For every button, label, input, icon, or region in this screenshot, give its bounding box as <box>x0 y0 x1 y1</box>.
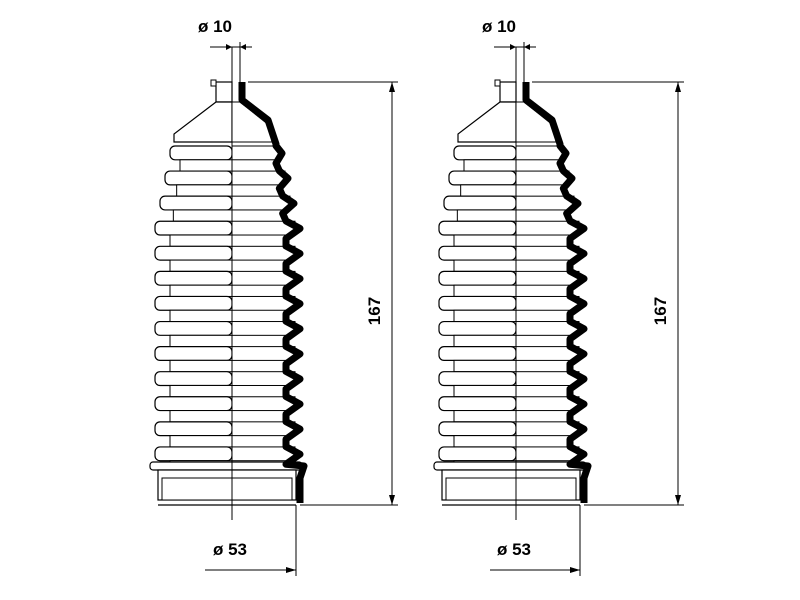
steering-boot-2: ø 10 167 ø 53 <box>433 17 684 576</box>
bellow-ring <box>154 320 233 336</box>
bottom-diameter-dimension <box>490 505 581 576</box>
bellow-ring <box>438 396 517 412</box>
bellow-ring <box>438 446 517 462</box>
neck-lip <box>210 79 217 87</box>
bellow-ring <box>443 195 517 211</box>
bellow-ring <box>438 421 517 437</box>
bellow-ring <box>154 245 233 261</box>
bellow-valley <box>453 309 517 323</box>
bellow-ring <box>438 320 517 336</box>
bellow-ring <box>159 195 233 211</box>
boot-outline <box>433 79 587 506</box>
bellow-valley <box>456 209 517 222</box>
section-wall <box>522 82 592 503</box>
bellow-valley <box>172 209 233 222</box>
bellow-ring <box>164 170 233 186</box>
bellow-valley <box>453 334 517 348</box>
bellow-valley <box>169 334 233 348</box>
bellow-valley <box>169 410 233 423</box>
bellow-ring <box>154 371 233 387</box>
boot-neck <box>215 81 233 103</box>
boot-shoulder <box>173 101 233 143</box>
boot-cross-section <box>238 82 308 503</box>
bellow-ring <box>448 170 517 186</box>
bottom-diameter-label: ø 53 <box>213 540 247 559</box>
bellow-valley <box>176 184 233 197</box>
bellow-ring <box>438 371 517 387</box>
boot-shoulder <box>457 101 517 143</box>
bellow-ring <box>154 346 233 362</box>
bellow-ring <box>438 346 517 362</box>
bellow-valley <box>460 184 517 197</box>
bellow-ring <box>154 220 233 236</box>
bellow-ring <box>438 245 517 261</box>
top-diameter-dimension <box>210 42 252 82</box>
bellow-ring <box>453 145 517 161</box>
bellow-valley <box>453 410 517 423</box>
bellow-valley <box>169 284 233 297</box>
bellow-valley <box>453 435 517 448</box>
bellow-valley <box>169 359 233 373</box>
length-label: 167 <box>365 297 384 325</box>
boot-outline <box>149 79 303 506</box>
length-label: 167 <box>651 297 670 325</box>
bottom-flange <box>149 461 303 471</box>
bottom-flange <box>433 461 587 471</box>
bottom-diameter-label: ø 53 <box>497 540 531 559</box>
bottom-collar-inner <box>445 477 577 501</box>
neck-lip <box>494 79 501 87</box>
bottom-collar-inner <box>161 477 293 501</box>
bellow-valley <box>453 384 517 398</box>
bellow-valley <box>169 309 233 323</box>
bellow-ring <box>154 295 233 311</box>
boot-neck <box>499 81 517 103</box>
boot-cross-section <box>522 82 592 503</box>
bellow-valley <box>179 159 233 172</box>
bellow-valley <box>453 259 517 272</box>
section-wall <box>238 82 308 503</box>
bellow-ring <box>154 446 233 462</box>
length-dimension <box>248 81 398 506</box>
bellow-valley <box>169 384 233 398</box>
bellow-ring-half <box>515 145 565 161</box>
bellow-valley <box>463 159 517 172</box>
bottom-diameter-dimension <box>205 505 297 576</box>
bellow-valley <box>169 435 233 448</box>
bellow-ring <box>154 421 233 437</box>
bellow-ring <box>154 270 233 286</box>
bellow-valley <box>169 259 233 272</box>
bellow-valley <box>169 234 233 247</box>
bellow-valley <box>453 284 517 297</box>
bellow-ring <box>154 396 233 412</box>
bellow-ring <box>438 220 517 236</box>
bellow-ring <box>169 145 233 161</box>
bellow-ring-half <box>231 145 281 161</box>
steering-boot-1: ø 10 167 ø 53 <box>149 17 398 576</box>
bellow-ring <box>438 295 517 311</box>
top-diameter-label: ø 10 <box>482 17 516 36</box>
top-diameter-dimension <box>494 42 536 82</box>
length-dimension <box>532 81 684 506</box>
bellow-valley <box>453 359 517 373</box>
bellow-valley <box>453 234 517 247</box>
bellow-ring <box>438 270 517 286</box>
top-diameter-label: ø 10 <box>198 17 232 36</box>
